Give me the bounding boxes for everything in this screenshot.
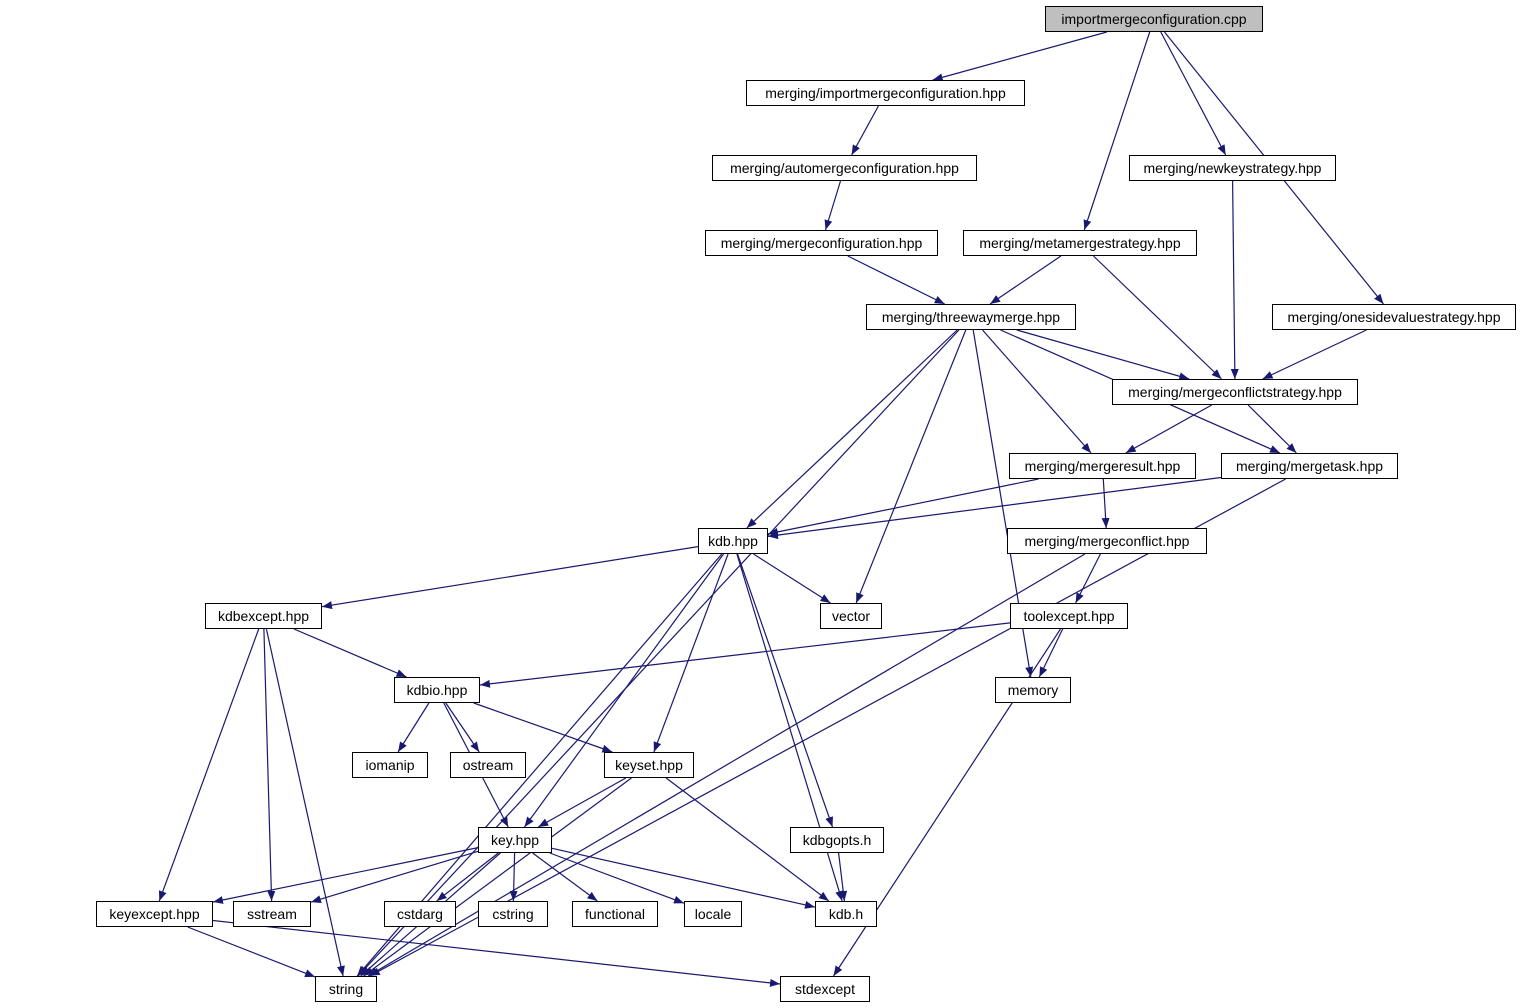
edge-kdb_hpp-keyset_hpp [653, 553, 729, 753]
graph-node-string[interactable]: string [315, 976, 377, 1002]
edge-kdb_hpp-key_hpp [524, 553, 724, 828]
graph-node-newkey_hpp[interactable]: merging/newkeystrategy.hpp [1129, 155, 1336, 181]
edge-cpp-metamerge_hpp [1083, 31, 1151, 231]
edge-mergeconfig_hpp-threeway_hpp [847, 255, 945, 305]
edge-kdbgopts_h-kdb_h [838, 852, 848, 902]
edge-key_hpp-kdb_h [551, 847, 816, 909]
graph-node-kdbexcept_hpp[interactable]: kdbexcept.hpp [205, 603, 322, 629]
edge-conflictstrategy_hpp-mergetask_hpp [1247, 404, 1297, 454]
edge-key_hpp-functional [532, 852, 598, 902]
graph-node-iomanip[interactable]: iomanip [352, 752, 428, 778]
graph-node-vector[interactable]: vector [820, 603, 882, 629]
edge-conflictstrategy_hpp-mergeresult_hpp [1125, 404, 1212, 454]
graph-node-cstring[interactable]: cstring [478, 901, 548, 927]
graph-node-importmerge_hpp[interactable]: merging/importmergeconfiguration.hpp [746, 80, 1025, 106]
edge-mergetask_hpp-string [369, 478, 1286, 977]
edge-mergeresult_hpp-mergeconflict_hpp [1101, 478, 1110, 529]
edge-cpp-importmerge_hpp [932, 31, 1107, 82]
graph-node-stdexcept[interactable]: stdexcept [780, 976, 870, 1002]
edge-kdbio_hpp-ostream [445, 702, 480, 753]
edge-metamerge_hpp-threeway_hpp [989, 255, 1062, 305]
edge-threeway_hpp-vector [855, 329, 967, 604]
edge-metamerge_hpp-conflictstrategy_hpp [1093, 255, 1222, 380]
edge-keyset_hpp-string [363, 777, 632, 977]
edge-kdb_hpp-kdbgopts_h [736, 553, 834, 828]
edge-kdbio_hpp-iomanip [397, 702, 430, 753]
graph-node-key_hpp[interactable]: key.hpp [478, 827, 552, 853]
graph-node-kdbio_hpp[interactable]: kdbio.hpp [394, 677, 480, 703]
edge-keyexcept_hpp-stdexcept [212, 919, 781, 987]
edge-threeway_hpp-conflictstrategy_hpp [1016, 329, 1190, 381]
graph-node-metamerge_hpp[interactable]: merging/metamergestrategy.hpp [963, 230, 1197, 256]
graph-node-automerge_hpp[interactable]: merging/automergeconfiguration.hpp [712, 155, 977, 181]
graph-node-ostream[interactable]: ostream [450, 752, 526, 778]
edge-keyset_hpp-key_hpp [537, 777, 627, 828]
edge-kdbexcept_hpp-sstream [263, 628, 276, 902]
edge-kdbio_hpp-keyset_hpp [473, 702, 613, 753]
edge-kdbexcept_hpp-keyexcept_hpp [158, 628, 260, 902]
edge-kdb_hpp-kdbexcept_hpp [321, 546, 699, 610]
graph-node-cpp[interactable]: importmergeconfiguration.cpp [1045, 6, 1263, 32]
edge-kdbexcept_hpp-kdbio_hpp [293, 628, 407, 678]
edge-mergeconflict_hpp-toolexcept_hpp [1075, 553, 1101, 604]
graph-node-mergetask_hpp[interactable]: merging/mergetask.hpp [1221, 453, 1398, 479]
graph-node-keyset_hpp[interactable]: keyset.hpp [604, 752, 694, 778]
graph-node-mergeconfig_hpp[interactable]: merging/mergeconfiguration.hpp [705, 230, 938, 256]
edge-toolexcept_hpp-memory [1038, 628, 1064, 678]
edge-importmerge_hpp-automerge_hpp [851, 105, 879, 156]
graph-node-memory[interactable]: memory [995, 677, 1071, 703]
edge-onesidevalue_hpp-conflictstrategy_hpp [1262, 329, 1367, 380]
graph-node-keyexcept_hpp[interactable]: keyexcept.hpp [96, 901, 213, 927]
edge-mergeresult_hpp-kdb_hpp [767, 478, 1039, 536]
edge-threeway_hpp-kdb_hpp [746, 329, 958, 529]
edge-key_hpp-keyexcept_hpp [212, 847, 479, 904]
graph-node-kdbgopts_h[interactable]: kdbgopts.h [790, 827, 884, 853]
graph-node-onesidevalue_hpp[interactable]: merging/onesidevaluestrategy.hpp [1272, 304, 1516, 330]
edge-key_hpp-locale [549, 852, 685, 904]
edge-automerge_hpp-mergeconfig_hpp [824, 180, 842, 231]
edge-key_hpp-cstring [509, 852, 518, 902]
graph-node-toolexcept_hpp[interactable]: toolexcept.hpp [1010, 603, 1128, 629]
edge-kdb_hpp-vector [753, 553, 831, 604]
edge-keyset_hpp-kdb_h [665, 777, 830, 902]
graph-node-mergeconflict_hpp[interactable]: merging/mergeconflict.hpp [1007, 528, 1207, 554]
edge-key_hpp-sstream [310, 850, 479, 904]
edge-key_hpp-cstdarg [436, 852, 499, 902]
graph-node-threeway_hpp[interactable]: merging/threewaymerge.hpp [866, 304, 1076, 330]
edge-threeway_hpp-mergeresult_hpp [982, 329, 1092, 454]
edge-mergetask_hpp-kdb_hpp [767, 476, 1222, 540]
edge-kdbexcept_hpp-string [265, 628, 345, 977]
graph-node-locale[interactable]: locale [684, 901, 742, 927]
edge-threeway_hpp-string [357, 329, 960, 977]
edge-toolexcept_hpp-kdbio_hpp [479, 622, 1011, 688]
edge-cpp-newkey_hpp [1160, 31, 1227, 156]
graph-node-cstdarg[interactable]: cstdarg [384, 901, 456, 927]
graph-node-mergeresult_hpp[interactable]: merging/mergeresult.hpp [1009, 453, 1196, 479]
graph-node-kdb_h[interactable]: kdb.h [815, 901, 877, 927]
graph-node-functional[interactable]: functional [572, 901, 658, 927]
graph-node-kdb_hpp[interactable]: kdb.hpp [698, 528, 768, 554]
graph-node-conflictstrategy_hpp[interactable]: merging/mergeconflictstrategy.hpp [1112, 379, 1358, 405]
edge-newkey_hpp-conflictstrategy_hpp [1230, 180, 1239, 380]
edge-keyexcept_hpp-string [187, 926, 316, 978]
graph-node-sstream[interactable]: sstream [233, 901, 311, 927]
